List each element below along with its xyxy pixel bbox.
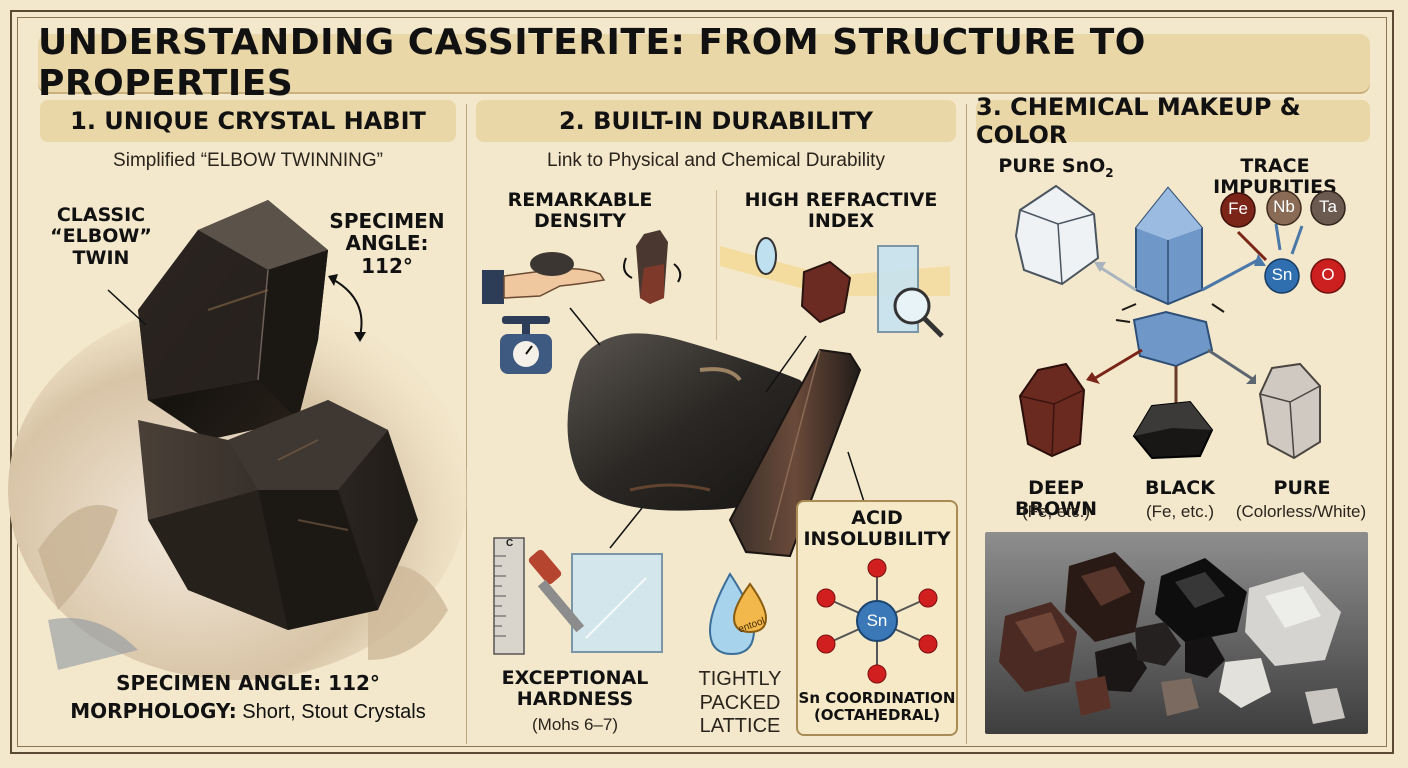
footer-morphology: MORPHOLOGY: Short, Stout Crystals [40, 700, 456, 723]
o-circle [1310, 258, 1346, 294]
sn-atom-label: Sn [866, 611, 888, 630]
pure-colorless-crystal [1258, 362, 1321, 460]
elbow-twin-label: CLASSIC “ELBOW” TWIN [50, 204, 152, 269]
morphology-value: Short, Stout Crystals [236, 701, 426, 723]
black-crystal [1132, 400, 1214, 460]
hardness-label: EXCEPTIONAL HARDNESS [501, 667, 649, 711]
section2-heading: 2. BUILT-IN DURABILITY [476, 100, 956, 142]
outer-border [10, 10, 1394, 754]
element-o: O [1321, 265, 1335, 284]
ta-circle [1310, 190, 1346, 226]
file-scratch-icon [528, 549, 663, 653]
hardness-note: (Mohs 6–7) [532, 715, 618, 734]
section1-heading: 1. UNIQUE CRYSTAL HABIT [40, 100, 456, 142]
chemistry-diagram [1014, 184, 1346, 460]
variety-deep-brown: DEEP BROWN [1014, 477, 1098, 521]
acid-title: ACID INSOLUBILITY [803, 507, 951, 551]
variety-deep-brown-note: (Fe, etc.) [1021, 502, 1090, 521]
coordination-label: Sn COORDINATION (OCTAHEDRAL) [798, 689, 956, 724]
density-label: REMARKABLE DENSITY [507, 189, 653, 233]
page-title: UNDERSTANDING CASSITERITE: FROM STRUCTUR… [38, 22, 1146, 104]
water-drop-icon [708, 572, 768, 656]
refractive-label: HIGH REFRACTIVE INDEX [744, 189, 938, 233]
pure-crystal-icon [1014, 184, 1100, 286]
element-nb: Nb [1273, 197, 1295, 216]
central-cassiterite-stone [567, 333, 862, 558]
rotating-crystal-icon [623, 230, 682, 304]
angle-arc-arrow [333, 279, 363, 337]
pure-sno2-label: PURE SnO2 [998, 155, 1114, 180]
fe-circle [1220, 192, 1256, 228]
lattice-label: TIGHTLY PACKED LATTICE [698, 668, 782, 738]
trace-impurities-label: TRACE IMPURITIES [1213, 155, 1337, 199]
morphology-key: MORPHOLOGY: [70, 699, 237, 723]
specimens-photo [985, 532, 1368, 734]
sn-circle [1264, 258, 1300, 294]
element-ta: Ta [1319, 197, 1337, 216]
specimen-angle-label: SPECIMEN ANGLE: 112° [329, 209, 445, 278]
variety-pure: PURE [1273, 477, 1331, 499]
section2-subtitle: Link to Physical and Chemical Durability [547, 150, 885, 171]
upper-crystal [138, 200, 328, 440]
twin-leader-line [107, 289, 147, 326]
section3-heading: 3. CHEMICAL MAKEUP & COLOR [976, 93, 1370, 149]
inner-border [17, 17, 1387, 747]
lower-crystal [138, 400, 418, 630]
variety-pure-note: (Colorless/White) [1235, 502, 1367, 521]
density-refractive-divider [716, 190, 717, 340]
element-sn: Sn [1271, 265, 1293, 284]
hand-weighing-icon [482, 252, 606, 304]
variety-black-note: (Fe, etc.) [1145, 502, 1214, 521]
element-fe: Fe [1228, 199, 1248, 218]
column-divider-2 [966, 104, 967, 744]
nb-circle [1266, 190, 1302, 226]
column-divider-1 [466, 104, 467, 744]
sn-atom [856, 600, 898, 642]
elbow-twin-crystal-illustration [8, 200, 468, 680]
ruler-mark: C [506, 538, 514, 549]
octahedral-molecule-icon [816, 558, 938, 684]
title-banner: UNDERSTANDING CASSITERITE: FROM STRUCTUR… [38, 22, 1370, 104]
ruler-icon [493, 537, 525, 655]
section1-subtitle: Simplified “ELBOW TWINNING” [113, 150, 383, 171]
deep-brown-crystal [1018, 362, 1086, 458]
central-blue-crystal [1132, 186, 1214, 368]
refraction-diagram [720, 237, 950, 338]
scale-icon [500, 316, 552, 374]
footer-specimen-angle: SPECIMEN ANGLE: 112° [116, 671, 380, 695]
variety-black: BLACK [1145, 477, 1215, 499]
